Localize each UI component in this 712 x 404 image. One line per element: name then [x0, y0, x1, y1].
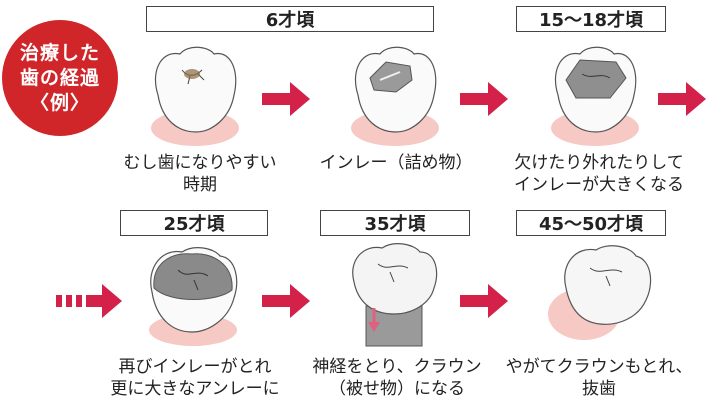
tooth-stage-2-illustration [351, 46, 439, 146]
tooth-stage-3-illustration [551, 46, 639, 146]
caption-stage-1-line-2: 時期 [183, 175, 217, 195]
age-label-stage-1: 6才頃 [146, 6, 434, 32]
caption-stage-6: やがてクラウンもとれ、 抜歯 [494, 356, 704, 400]
age-text-stage-5: 35才頃 [364, 214, 426, 235]
caption-stage-2: インレー（詰め物） [296, 152, 496, 174]
age-text-stage-3: 15〜18才頃 [538, 10, 644, 31]
arrow-right-icon [460, 284, 508, 318]
caption-stage-5: 神経をとり、クラウン （被せ物）になる [294, 356, 500, 400]
title-badge: 治療した 歯の経過 〈例〉 [2, 20, 118, 136]
age-label-stage-4: 25才頃 [120, 210, 268, 236]
caption-stage-4: 再びインレーがとれ 更に大きなアンレーに [90, 356, 300, 400]
tooth-stage-1-illustration [151, 46, 239, 146]
caption-stage-3: 欠けたり外れたりして インレーが大きくなる [494, 152, 704, 196]
tooth-stage-5-illustration [352, 243, 438, 347]
dotted-arrow-right-icon [56, 284, 122, 318]
caption-stage-3-line-1: 欠けたり外れたりして [514, 153, 684, 173]
badge-line-2: 歯の経過 [19, 66, 100, 89]
caption-stage-5-line-2: （被せ物）になる [329, 379, 465, 399]
age-text-stage-6: 45〜50才頃 [538, 214, 644, 235]
caption-stage-1: むし歯になりやすい 時期 [100, 152, 300, 196]
caption-stage-1-line-1: むし歯になりやすい [123, 153, 277, 173]
arrow-right-icon [262, 82, 310, 116]
arrow-right-icon [658, 82, 706, 116]
caption-stage-5-line-1: 神経をとり、クラウン [312, 357, 482, 377]
caption-stage-3-line-2: インレーが大きくなる [514, 175, 684, 195]
caption-stage-6-line-2: 抜歯 [582, 379, 616, 399]
caption-stage-4-line-1: 再びインレーがとれ [118, 357, 272, 377]
badge-line-3: 〈例〉 [29, 91, 90, 114]
tooth-stage-6-illustration [548, 245, 652, 340]
caption-stage-4-line-2: 更に大きなアンレーに [110, 379, 280, 399]
age-label-stage-5: 35才頃 [320, 210, 470, 236]
caption-stage-2-line-1: インレー（詰め物） [319, 153, 473, 173]
badge-line-1: 治療した [19, 41, 100, 64]
arrow-right-icon [460, 82, 508, 116]
arrow-right-icon [262, 284, 310, 318]
tooth-stage-4-illustration [149, 247, 238, 346]
age-text-stage-1: 6才頃 [265, 10, 315, 31]
age-text-stage-4: 25才頃 [163, 214, 225, 235]
age-label-stage-3: 15〜18才頃 [516, 6, 666, 32]
age-label-stage-6: 45〜50才頃 [516, 210, 666, 236]
caption-stage-6-line-1: やがてクラウンもとれ、 [505, 357, 693, 377]
